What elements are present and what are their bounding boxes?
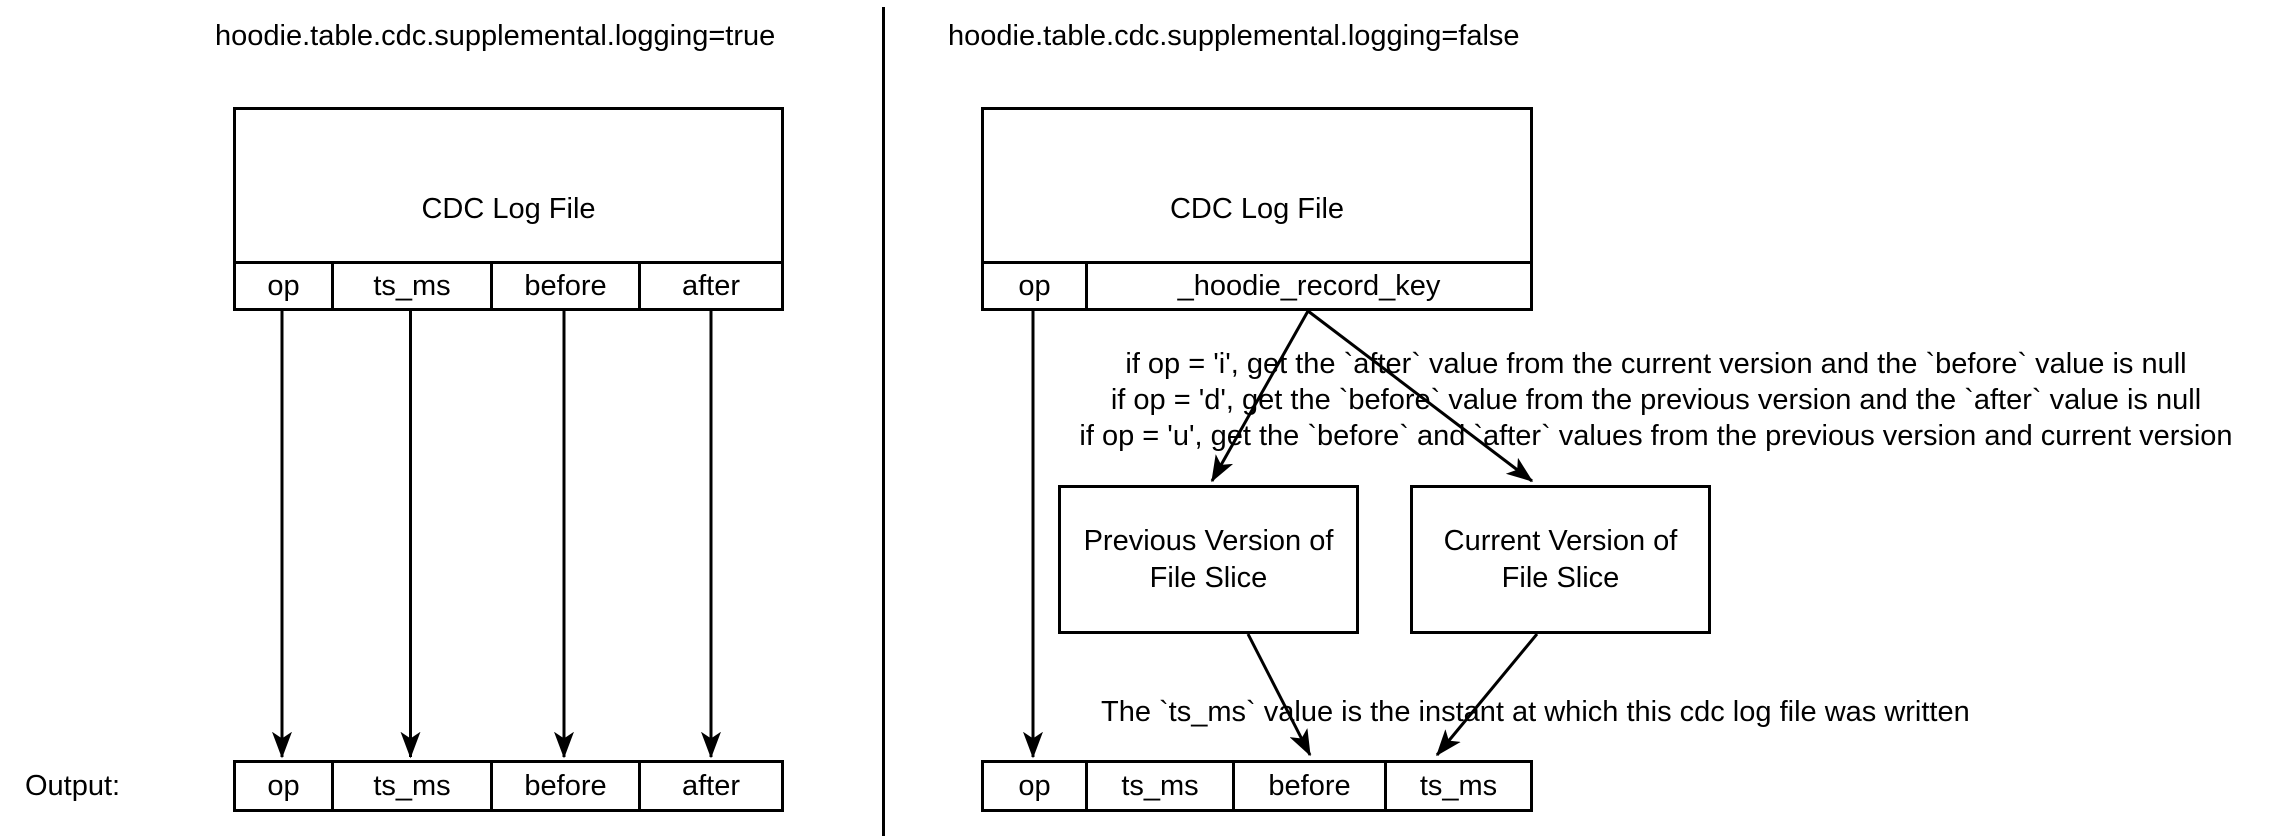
- previous-version-file-slice-box: Previous Version of File Slice: [1058, 485, 1359, 634]
- previous-version-line1: Previous Version of: [1083, 524, 1334, 557]
- left-cdc-col-op: op: [267, 269, 300, 302]
- left-output-col-ts-ms: ts_ms: [331, 763, 490, 809]
- condition-insert: if op = 'i', get the `after` value from …: [1125, 348, 2187, 380]
- left-cdc-col-ts-ms: ts_ms: [331, 264, 490, 308]
- left-cdc-col-before: before: [490, 264, 638, 308]
- right-panel-title: hoodie.table.cdc.supplemental.logging=fa…: [948, 20, 1520, 52]
- right-cdc-col-op: op: [1018, 269, 1051, 302]
- right-output-col-op: op: [1018, 769, 1051, 802]
- current-version-line2: File Slice: [1501, 561, 1620, 594]
- right-output-col-ts-ms-2: ts_ms: [1384, 763, 1530, 809]
- condition-delete: if op = 'd', get the `before` value from…: [1110, 384, 2202, 416]
- panel-divider-line: [882, 7, 885, 836]
- ts-ms-note: The `ts_ms` value is the instant at whic…: [1101, 696, 1970, 728]
- left-cdc-col-after: after: [638, 264, 781, 308]
- condition-update: if op = 'u', get the `before` and `after…: [1079, 420, 2233, 452]
- arrow-previous-version-to-before: [1246, 633, 1312, 755]
- right-cdc-columns-row: op _hoodie_record_key: [981, 261, 1533, 311]
- left-output-row: op ts_ms before after: [233, 760, 784, 812]
- output-label: Output:: [25, 769, 121, 802]
- previous-version-line2: File Slice: [1149, 561, 1268, 594]
- current-version-file-slice-box: Current Version of File Slice: [1410, 485, 1711, 634]
- left-cdc-log-file-label: CDC Log File: [421, 192, 596, 225]
- right-output-col-before: before: [1232, 763, 1384, 809]
- arrow-current-version-to-ts-ms: [1435, 633, 1539, 755]
- right-cdc-col-hoodie-record-key: _hoodie_record_key: [1085, 264, 1530, 308]
- left-output-col-after: after: [638, 763, 781, 809]
- op-conditions-block: if op = 'i', get the `after` value from …: [1050, 346, 2262, 454]
- left-output-col-before: before: [490, 763, 638, 809]
- right-output-row: op ts_ms before ts_ms: [981, 760, 1533, 812]
- right-cdc-log-file-label: CDC Log File: [1169, 192, 1345, 225]
- left-panel-title: hoodie.table.cdc.supplemental.logging=tr…: [215, 20, 776, 52]
- left-output-col-op: op: [267, 769, 300, 802]
- right-output-col-ts-ms: ts_ms: [1085, 763, 1232, 809]
- left-cdc-columns-row: op ts_ms before after: [233, 261, 784, 311]
- current-version-line1: Current Version of: [1443, 524, 1678, 557]
